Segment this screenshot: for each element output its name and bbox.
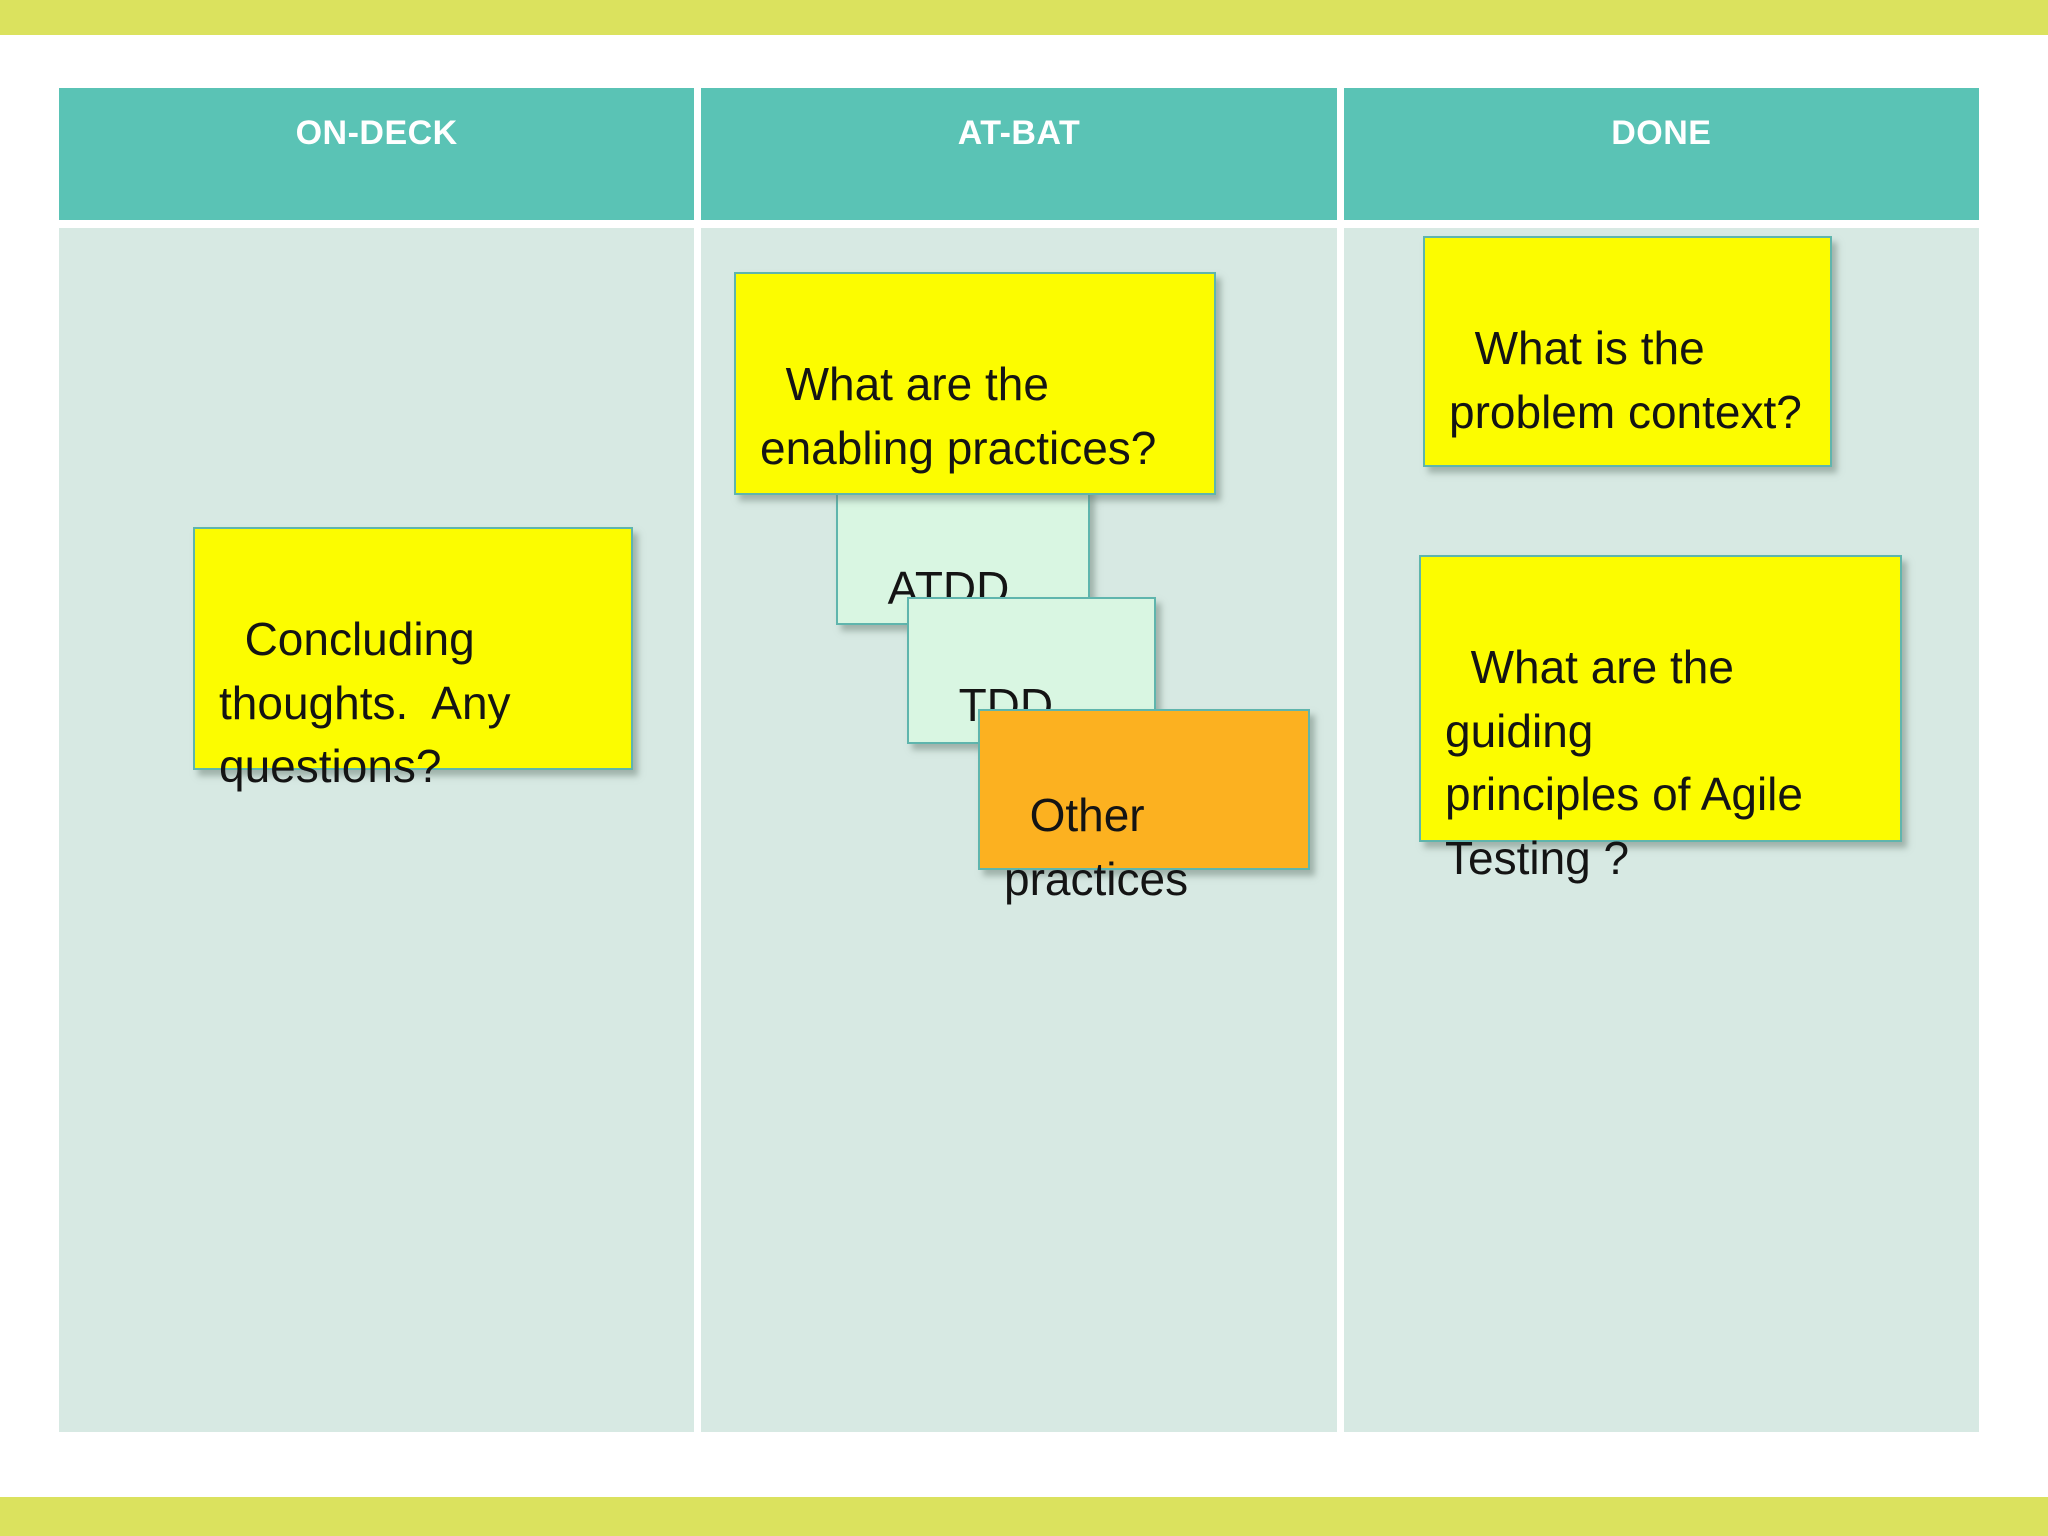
note-text: What are the enabling practices? — [760, 358, 1157, 474]
column-header-at-bat: AT-BAT — [701, 88, 1337, 220]
note-guiding-principles[interactable]: What are the guiding principles of Agile… — [1419, 555, 1902, 884]
note-problem-context[interactable]: What is the problem context? — [1423, 236, 1832, 467]
note-other-practices[interactable]: Other practices — [978, 709, 1310, 905]
top-accent-bar — [0, 0, 2048, 35]
note-text: Concluding thoughts. Any questions? — [219, 613, 511, 793]
column-header-label: DONE — [1611, 113, 1712, 152]
note-text: What is the problem context? — [1449, 322, 1802, 438]
column-header-done: DONE — [1343, 88, 1979, 220]
note-text: Other practices — [1004, 789, 1189, 905]
column-header-label: ON-DECK — [295, 113, 458, 152]
column-body-on-deck — [59, 228, 695, 1432]
bottom-accent-bar — [0, 1497, 2048, 1536]
note-concluding-thoughts[interactable]: Concluding thoughts. Any questions? — [193, 527, 633, 792]
board-header-row: ON-DECK AT-BAT DONE — [59, 88, 1979, 220]
note-enabling-practices[interactable]: What are the enabling practices? — [734, 272, 1216, 495]
column-header-on-deck: ON-DECK — [59, 88, 695, 220]
note-text: What are the guiding principles of Agile… — [1445, 641, 1803, 884]
column-header-label: AT-BAT — [957, 113, 1081, 152]
